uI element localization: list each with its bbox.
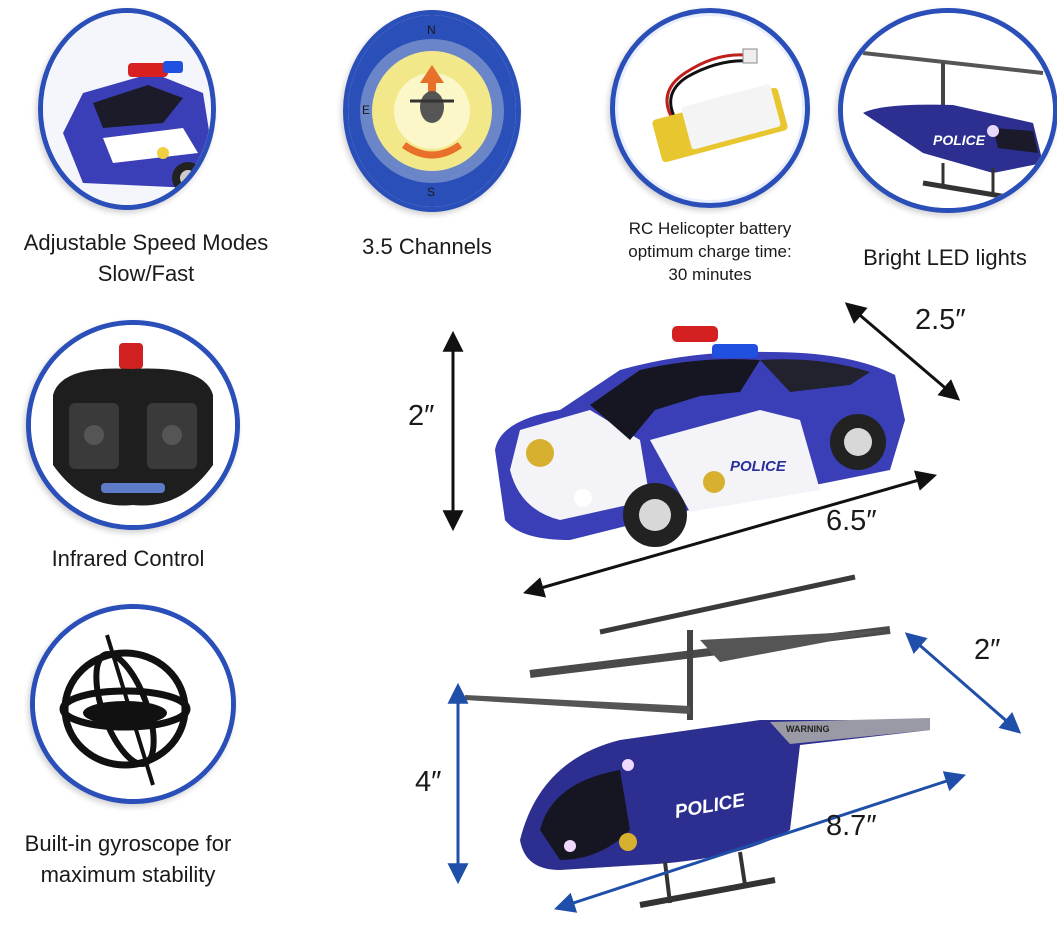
gyroscope-caption: Built-in gyroscope for maximum stability — [0, 828, 256, 890]
speed-modes-line-2: Slow/Fast — [97, 261, 195, 286]
infrared-line-1: Infrared Control — [51, 546, 205, 571]
helicopter-tail-text: WARNING — [786, 724, 830, 734]
speed-modes-caption: Adjustable Speed Modes Slow/Fast — [0, 227, 292, 289]
speed-modes-line-1: Adjustable Speed Modes — [23, 230, 269, 255]
channels-line-1: 3.5 Channels — [362, 234, 492, 259]
battery-caption: RC Helicopter battery optimum charge tim… — [585, 217, 835, 286]
channels-icon — [348, 15, 516, 207]
car-length-label: 6.5″ — [826, 505, 877, 537]
led-lights-line-1: Bright LED lights — [863, 245, 1027, 270]
gyroscope-line-2: maximum stability — [40, 862, 216, 887]
car-height-label: 2″ — [408, 400, 435, 432]
car-badge-text: POLICE — [730, 458, 787, 475]
battery-line-3: 30 minutes — [668, 265, 752, 284]
helicopter-width-arrow — [904, 632, 1022, 734]
speed-modes-circle — [38, 8, 216, 210]
led-lights-caption: Bright LED lights — [836, 242, 1054, 273]
car-length-arrow — [522, 470, 938, 598]
car-width-arrow — [844, 302, 961, 401]
car-width-label: 2.5″ — [915, 304, 966, 336]
gyroscope-icon — [35, 609, 231, 799]
channels-circle: N E S — [343, 10, 521, 212]
police-helicopter-image: POLICE WARNING — [465, 574, 930, 908]
battery-circle — [610, 8, 810, 208]
helicopter-length-label: 8.7″ — [826, 810, 877, 842]
channels-caption: 3.5 Channels — [343, 231, 511, 262]
helicopter-height-label: 4″ — [415, 766, 442, 798]
svg-text:POLICE: POLICE — [933, 132, 986, 148]
remote-control-icon — [31, 325, 235, 525]
gyroscope-line-1: Built-in gyroscope for — [24, 831, 232, 856]
infrared-circle — [26, 320, 240, 530]
battery-line-1: RC Helicopter battery — [628, 219, 792, 238]
helicopter-width-label: 2″ — [974, 634, 1001, 666]
gyroscope-circle — [30, 604, 236, 804]
compass-n-label: N — [427, 23, 436, 37]
police-car-icon — [43, 13, 211, 205]
battery-icon — [652, 48, 788, 163]
led-lights-circle: POLICE — [838, 8, 1057, 213]
battery-line-2: optimum charge time: — [628, 242, 792, 261]
compass-s-label: S — [427, 185, 436, 199]
compass-e-label: E — [362, 103, 371, 117]
helicopter-length-arrow — [554, 771, 966, 913]
infrared-caption: Infrared Control — [0, 543, 256, 574]
helicopter-lights-icon: POLICE — [843, 13, 1053, 208]
